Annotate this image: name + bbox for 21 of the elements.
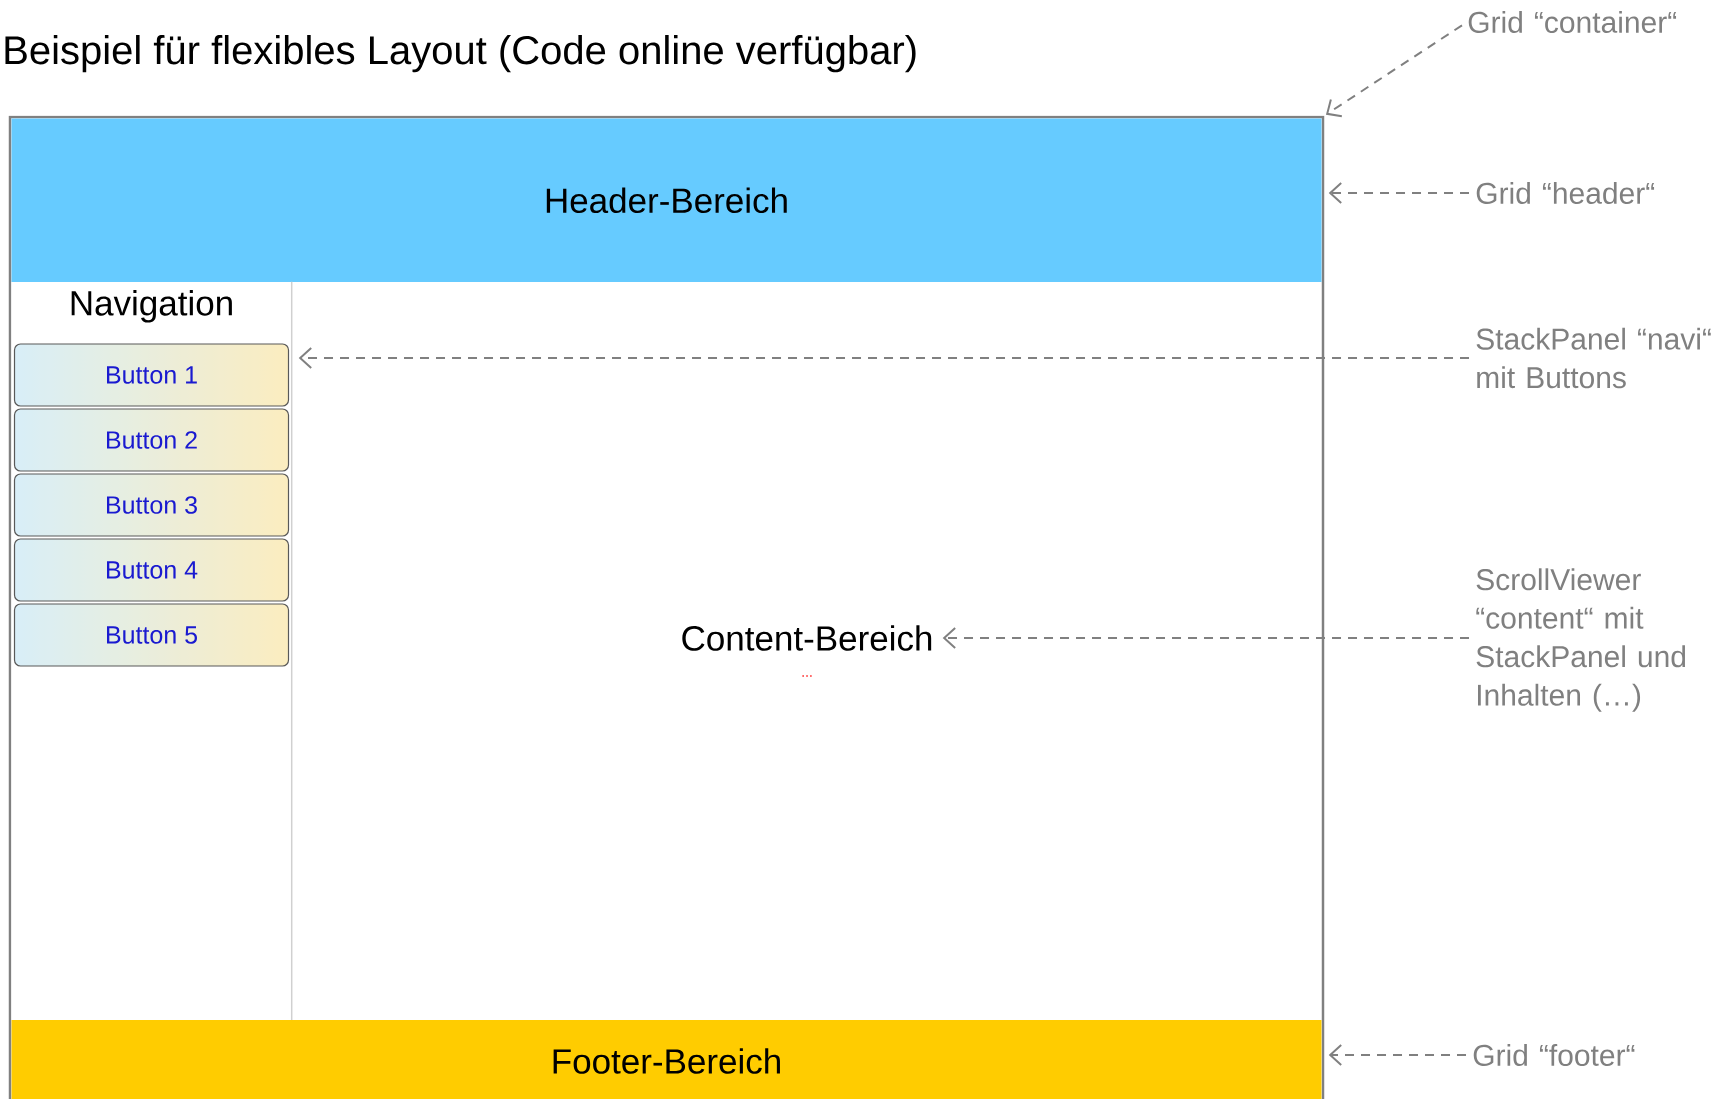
leader-arrow — [1328, 1044, 1467, 1066]
container-frame — [8, 115, 1325, 1099]
placeholder-text: ... — [802, 675, 812, 677]
content-label: Content-Bereich — [682, 625, 932, 651]
annotation-text: Grid “header“ — [1476, 182, 1655, 204]
leader-arrow — [942, 627, 1470, 649]
annotation-text: Grid “footer“ — [1473, 1044, 1635, 1066]
header-band: Header-Bereich — [11, 118, 1322, 282]
button: Button 5 — [13, 603, 290, 667]
button: Button 2 — [13, 408, 290, 472]
leader-arrow — [298, 347, 1470, 369]
annotation-text: Grid “container“ — [1468, 11, 1677, 33]
leader-arrow — [1325, 24, 1463, 118]
title: Beispiel für flexibles Layout (Code online verfügbar) — [5, 35, 916, 73]
footer-band: Footer-Bereich — [11, 1020, 1322, 1099]
button: Button 1 — [13, 343, 290, 407]
button: Button 4 — [13, 538, 290, 602]
leader-arrow — [1328, 182, 1470, 204]
annotation-text: StackPanel “navi“ mit Buttons — [1476, 327, 1711, 389]
button: Button 3 — [13, 473, 290, 537]
annotation-text: ScrollViewer “content“ mit StackPanel und Inhalten (…) — [1476, 568, 1686, 712]
